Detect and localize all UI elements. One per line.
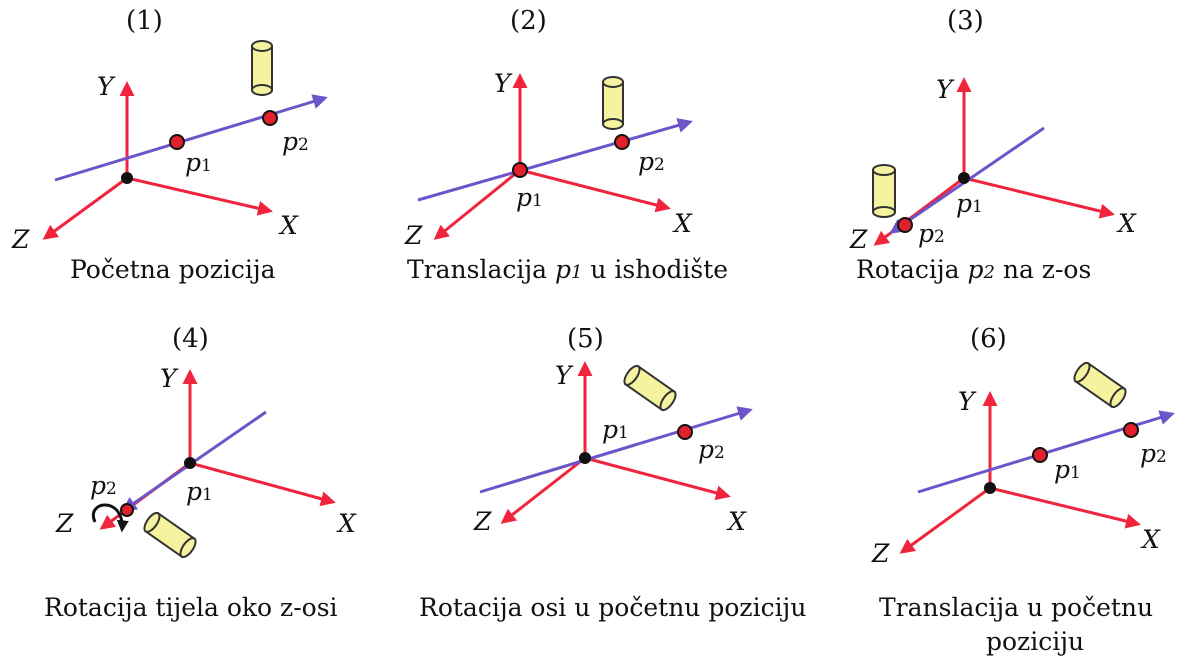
panel-number: (4) bbox=[172, 324, 209, 354]
p1-label: p1 bbox=[185, 148, 212, 177]
panel-caption: Translacija p1 u ishodište bbox=[407, 255, 729, 284]
x-axis bbox=[126, 176, 273, 216]
z-axis bbox=[42, 176, 128, 240]
origin-point bbox=[984, 482, 996, 494]
point-p2 bbox=[614, 134, 630, 150]
svg-text:p1: p1 bbox=[602, 415, 629, 444]
point-p1 bbox=[512, 162, 528, 178]
point-p1 bbox=[958, 172, 970, 184]
svg-text:p1: p1 bbox=[186, 477, 213, 506]
point-p2 bbox=[897, 217, 913, 233]
coordinate-diagram: Y X Z p1 p2 bbox=[849, 75, 1137, 254]
origin-point bbox=[121, 172, 133, 184]
coordinate-diagram: Y X Z p1 p2 bbox=[473, 361, 753, 536]
svg-text:p1: p1 bbox=[956, 189, 983, 218]
rotation-arrow bbox=[91, 503, 129, 533]
cylinder-object bbox=[251, 40, 273, 96]
svg-text:Z: Z bbox=[404, 221, 423, 250]
y-label: Y bbox=[97, 72, 116, 101]
svg-text:X: X bbox=[726, 507, 747, 536]
panel-number: (6) bbox=[970, 324, 1007, 354]
panel-caption: Rotacija tijela oko z-osi bbox=[44, 593, 338, 622]
z-label: Z bbox=[11, 225, 30, 254]
svg-text:p1: p1 bbox=[1054, 455, 1081, 484]
panel-number: (5) bbox=[567, 324, 604, 354]
svg-text:Z: Z bbox=[473, 507, 492, 536]
point-p1 bbox=[1032, 447, 1048, 463]
svg-text:Y: Y bbox=[555, 361, 574, 390]
svg-text:X: X bbox=[1116, 209, 1137, 238]
panel-caption: Početna pozicija bbox=[70, 255, 276, 284]
point-p2 bbox=[120, 503, 134, 517]
cylinder-object bbox=[602, 76, 624, 130]
svg-text:p2: p2 bbox=[918, 219, 945, 248]
point-p2 bbox=[1123, 422, 1139, 438]
point-p2 bbox=[677, 424, 693, 440]
panel-caption-line2: poziciju bbox=[986, 627, 1085, 656]
cylinder-object bbox=[623, 364, 677, 412]
rotation-line bbox=[54, 94, 328, 182]
svg-text:Y: Y bbox=[494, 69, 513, 98]
svg-text:Z: Z bbox=[871, 539, 890, 568]
svg-text:p2: p2 bbox=[90, 471, 117, 500]
panel-caption: Rotacija osi u početnu poziciju bbox=[419, 593, 807, 622]
svg-text:Z: Z bbox=[849, 225, 868, 254]
panel-caption: Rotacija p2 na z-os bbox=[856, 255, 1092, 284]
p2-label: p2 bbox=[282, 127, 309, 156]
coordinate-diagram: Y X Z p1 p2 bbox=[55, 364, 357, 559]
coordinate-diagram: Y X Z p1 p2 bbox=[11, 40, 328, 254]
svg-text:p2: p2 bbox=[698, 435, 725, 464]
cylinder-object bbox=[1073, 361, 1127, 409]
svg-text:Y: Y bbox=[958, 387, 977, 416]
panel-number: (2) bbox=[510, 6, 547, 36]
svg-text:Y: Y bbox=[160, 364, 179, 393]
x-label: X bbox=[278, 211, 299, 240]
svg-text:p2: p2 bbox=[638, 147, 665, 176]
panel-caption-line1: Translacija u početnu bbox=[879, 593, 1154, 622]
svg-text:Y: Y bbox=[936, 75, 955, 104]
cylinder-object bbox=[872, 164, 896, 218]
svg-text:X: X bbox=[672, 209, 693, 238]
point-p1 bbox=[169, 134, 185, 150]
point-p2 bbox=[262, 110, 278, 126]
panel-number: (1) bbox=[126, 6, 163, 36]
svg-text:X: X bbox=[336, 509, 357, 538]
svg-text:Z: Z bbox=[55, 509, 74, 538]
point-p1 bbox=[184, 457, 196, 469]
svg-text:p1: p1 bbox=[516, 183, 543, 212]
coordinate-diagram: Y X Z p1 p2 bbox=[404, 69, 693, 250]
svg-text:p2: p2 bbox=[1140, 439, 1167, 468]
panel-number: (3) bbox=[947, 6, 984, 36]
cylinder-object bbox=[143, 511, 197, 559]
svg-text:X: X bbox=[1140, 525, 1161, 554]
point-p1 bbox=[579, 452, 591, 464]
